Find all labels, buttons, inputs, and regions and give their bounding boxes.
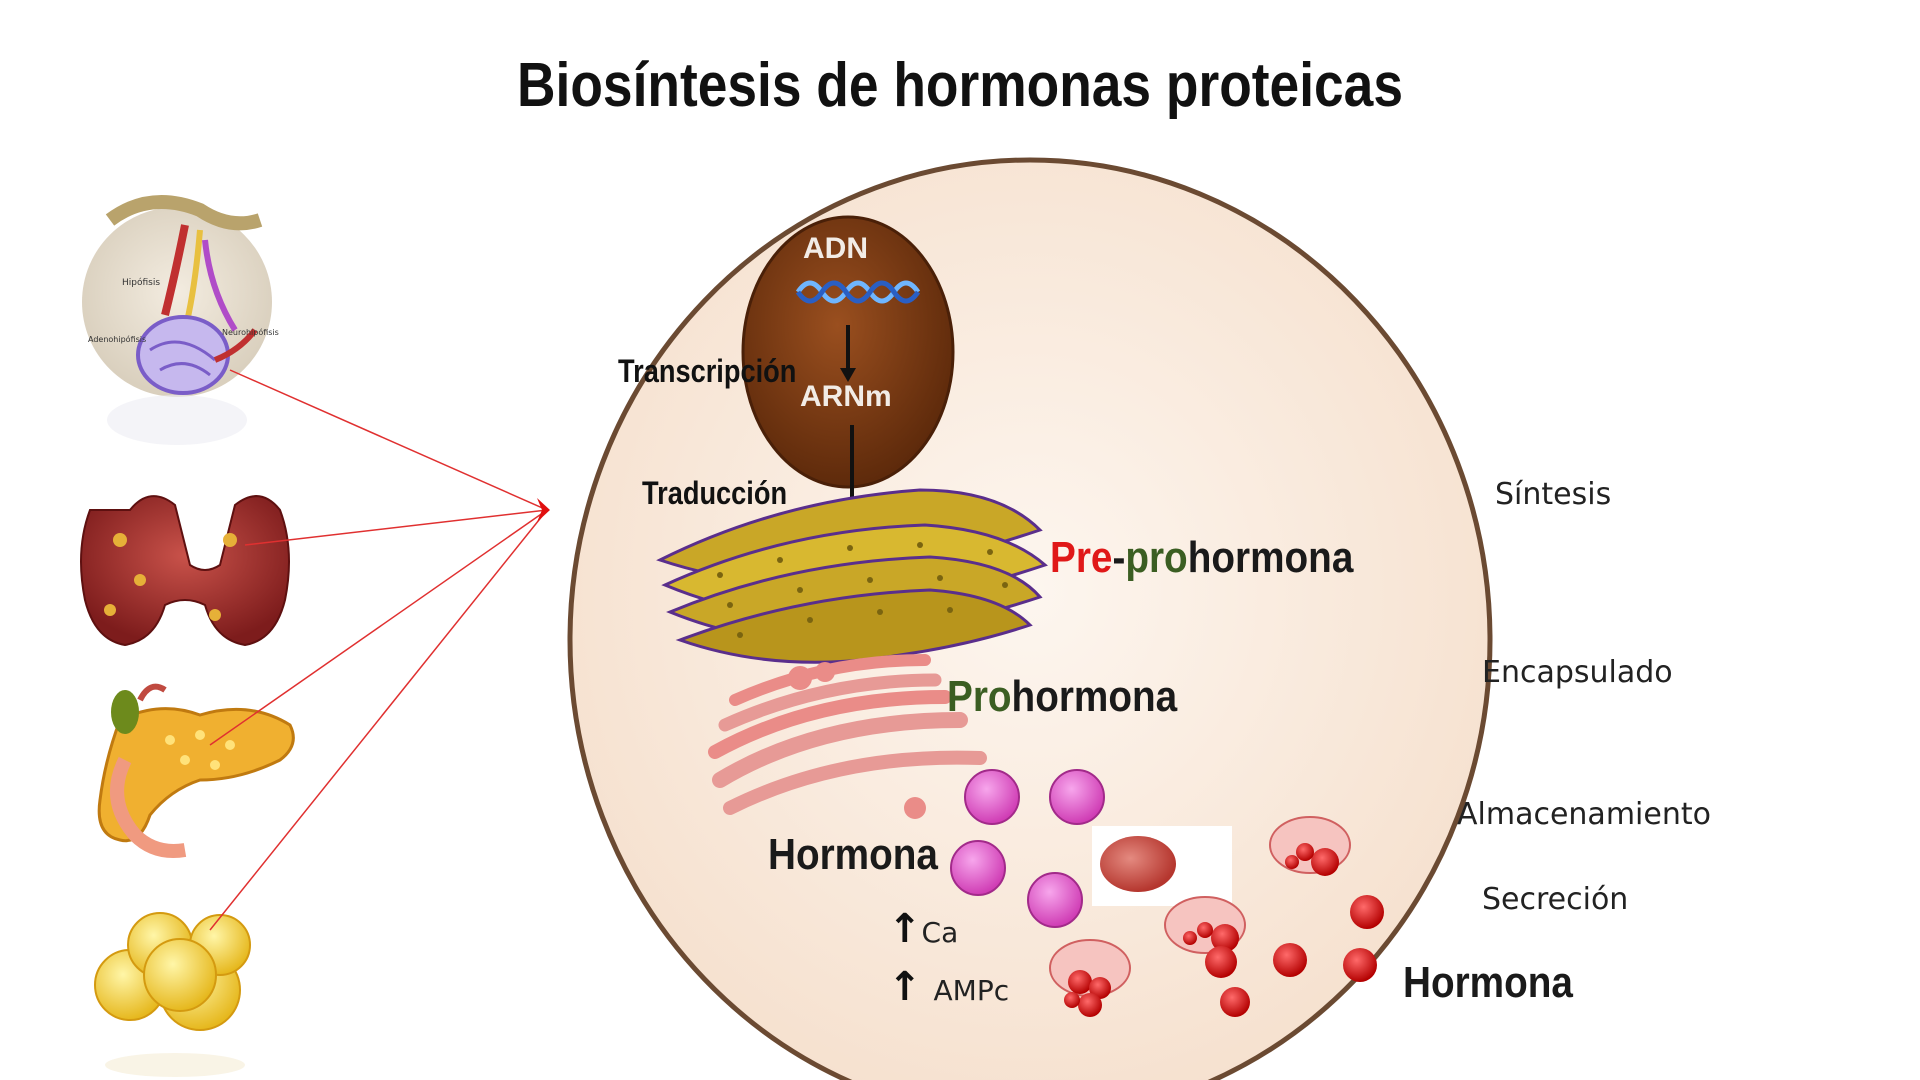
- connector-arrowhead: [537, 498, 550, 522]
- released-hormone-granules: [1205, 895, 1384, 1017]
- translation-label: Traducción: [642, 475, 788, 511]
- camp-label: AMPc: [933, 974, 1010, 1007]
- arrow-up-icon: ↑: [888, 964, 922, 1010]
- camp-stimulus: ↑ AMPc: [888, 964, 1009, 1010]
- prohormone-label: Prohormona: [947, 672, 1177, 722]
- stage-secretion: Secreción: [1482, 882, 1629, 917]
- rough-endoplasmic-reticulum: [656, 488, 1048, 664]
- golgi-apparatus: [708, 654, 987, 819]
- dna-helix-icon: [795, 280, 921, 304]
- calcium-stimulus: ↑Ca: [888, 906, 958, 952]
- organ-connector-lines: [209, 369, 548, 931]
- thyroid-image: [80, 495, 290, 647]
- adenohypophysis-label: Adenohipófisis: [88, 334, 146, 344]
- stage-synthesis: Síntesis: [1495, 477, 1612, 512]
- hormone-inside-label: Hormona: [768, 830, 938, 879]
- secretory-vesicles: [950, 769, 1105, 928]
- exocytosis-vesicles: [1049, 816, 1351, 1017]
- pre-dash: -: [1112, 533, 1126, 582]
- storage-vesicle: [1100, 836, 1176, 892]
- hypophysis-label: Hipófisis: [122, 277, 160, 288]
- page-title: Biosíntesis de hormonas proteicas: [517, 51, 1403, 120]
- hormone-suffix: hormona: [1187, 533, 1354, 582]
- transcription-label: Transcripción: [618, 353, 797, 389]
- pro-prefix: pro: [1125, 533, 1188, 582]
- nucleus-mrna-label: ARNm: [800, 380, 892, 413]
- prohormone-prefix: Pro: [947, 672, 1012, 721]
- adipocytes-image: [94, 912, 251, 1077]
- neurohypophysis-label: Neurohipófisis: [222, 327, 279, 337]
- prohormone-suffix: hormona: [1011, 672, 1178, 721]
- hormone-outside-label: Hormona: [1403, 958, 1573, 1007]
- transcription-arrow: [840, 325, 856, 382]
- stage-storage: Almacenamiento: [1457, 797, 1711, 832]
- pre-prohormone-label: Pre-prohormona: [1050, 533, 1353, 583]
- pancreas-image: [97, 683, 295, 858]
- pre-prefix: Pre: [1050, 533, 1113, 582]
- calcium-label: Ca: [921, 916, 959, 949]
- stage-encapsulation: Encapsulado: [1482, 655, 1673, 690]
- arrow-up-icon: ↑: [888, 906, 922, 952]
- pituitary-image: Hipófisis Adenohipófisis Neurohipófisis: [82, 195, 279, 445]
- nucleus-dna-label: ADN: [803, 232, 868, 265]
